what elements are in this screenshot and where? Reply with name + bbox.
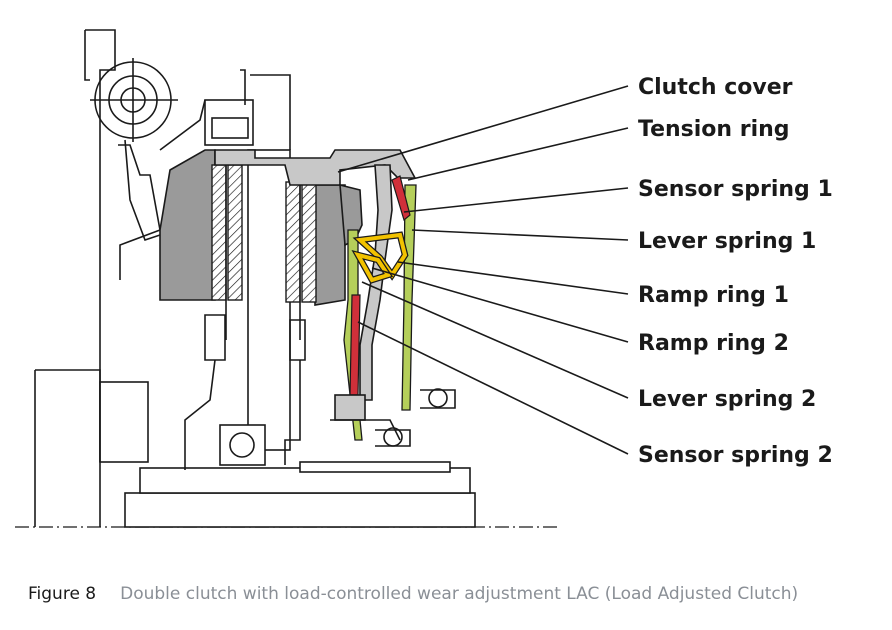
- label-lever-spring-1: Lever spring 1: [638, 229, 816, 254]
- pilot-bearing: [90, 58, 178, 142]
- clutch-cross-section-diagram: Clutch cover Tension ring Sensor spring …: [15, 29, 833, 528]
- central-plate: [204, 69, 291, 451]
- release-bearing-blocks: [330, 388, 456, 447]
- crankshaft-housing: [34, 29, 149, 527]
- figure-number: Figure 8: [28, 584, 97, 604]
- leader-lever-spring-2: [361, 281, 629, 399]
- friction-disc-1: [211, 164, 243, 340]
- label-tension-ring: Tension ring: [638, 117, 790, 142]
- friction-disc-2: [285, 181, 317, 340]
- leader-sensor-spring-2: [357, 321, 629, 455]
- label-lever-spring-2: Lever spring 2: [638, 387, 816, 412]
- leader-lever-spring-1: [411, 229, 629, 241]
- label-clutch-cover: Clutch cover: [638, 75, 793, 100]
- leader-lines: [337, 85, 629, 455]
- figure-caption-text: Double clutch with load-controlled wear …: [120, 584, 799, 604]
- ramp-ring-1: [352, 231, 409, 281]
- sensor-spring-2: [349, 294, 361, 396]
- label-sensor-spring-2: Sensor spring 2: [638, 443, 833, 468]
- label-sensor-spring-1: Sensor spring 1: [638, 177, 833, 202]
- ramp-ring-2: [351, 250, 394, 284]
- shaft-base: [124, 461, 476, 528]
- leader-ramp-ring-2: [371, 267, 629, 343]
- sensor-spring-1: [391, 175, 411, 222]
- leader-sensor-spring-1: [403, 187, 629, 213]
- callout-labels: Clutch cover Tension ring Sensor spring …: [638, 75, 833, 468]
- pressure-plate-left: [159, 149, 346, 306]
- leader-clutch-cover: [337, 85, 629, 173]
- figure-caption: Figure 8 Double clutch with load-controll…: [28, 584, 798, 604]
- leader-tension-ring: [407, 127, 629, 181]
- label-ramp-ring-2: Ramp ring 2: [638, 331, 789, 356]
- leader-ramp-ring-1: [397, 261, 629, 295]
- label-ramp-ring-1: Ramp ring 1: [638, 283, 789, 308]
- hub-flanges: [184, 314, 306, 470]
